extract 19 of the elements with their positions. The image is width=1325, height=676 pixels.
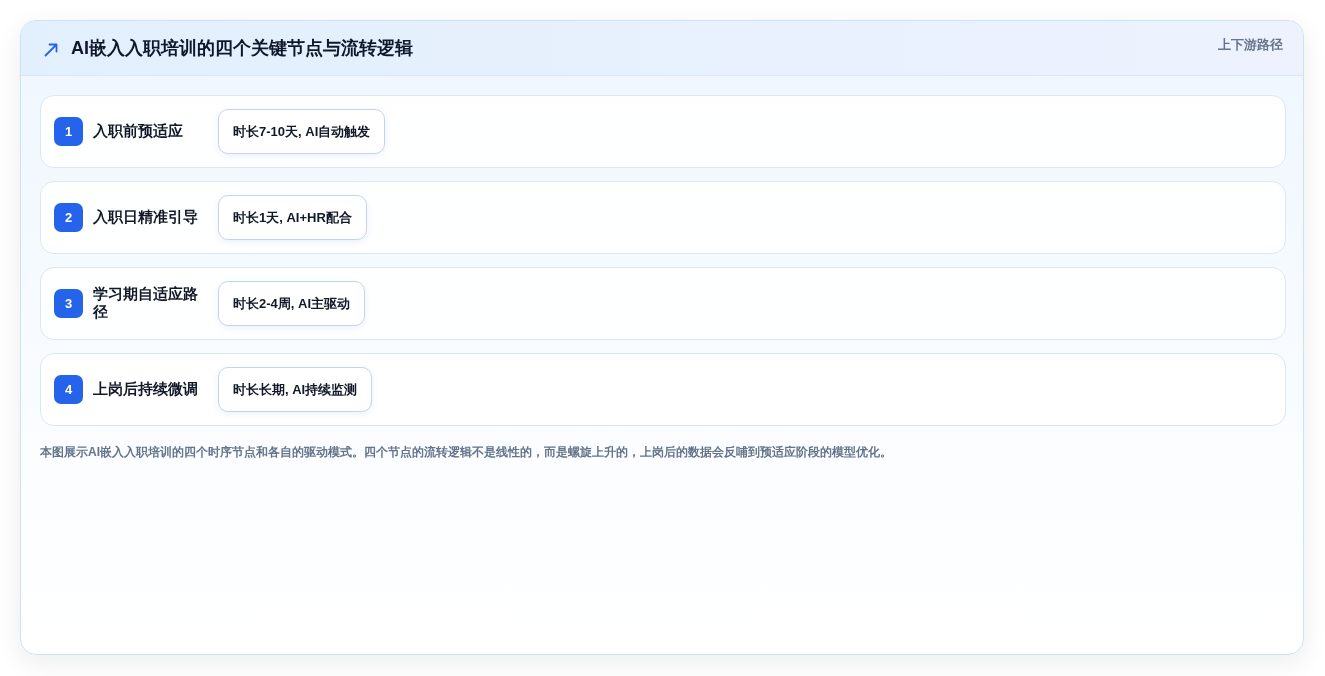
stage-card [40,95,1286,168]
diagram-title: AI嵌入入职培训的四个关键节点与流转逻辑 [71,37,413,59]
caption-text: 本图展示AI嵌入入职培训的四个时序节点和各自的驱动模式。四个节点的流转逻辑不是线性的，而是螺旋上升的，上岗后的数据会反哺到预适应阶段的模型优化。 [40,444,892,461]
stage-name: 学习期自适应路径 [93,286,199,321]
duration-tag: 时长长期, AI持续监测 [218,367,373,412]
header-note: 上下游路径 [1218,37,1283,54]
duration-tag: 时长7-10天, AI自动触发 [218,109,386,154]
step-number-badge: 3 [54,289,83,318]
stage-card [40,267,1286,340]
duration-tag: 时长1天, AI+HR配合 [218,195,367,240]
stage-name: 入职日精准引导 [93,208,199,227]
stage-name: 入职前预适应 [93,122,184,141]
stage-name: 上岗后持续微调 [93,380,199,399]
step-number-badge: 2 [54,203,83,232]
stage-card [40,181,1286,254]
stage-card [40,353,1286,426]
step-number-badge: 4 [54,375,83,404]
step-number-badge: 1 [54,117,83,146]
duration-tag: 时长2-4周, AI主驱动 [218,281,365,326]
